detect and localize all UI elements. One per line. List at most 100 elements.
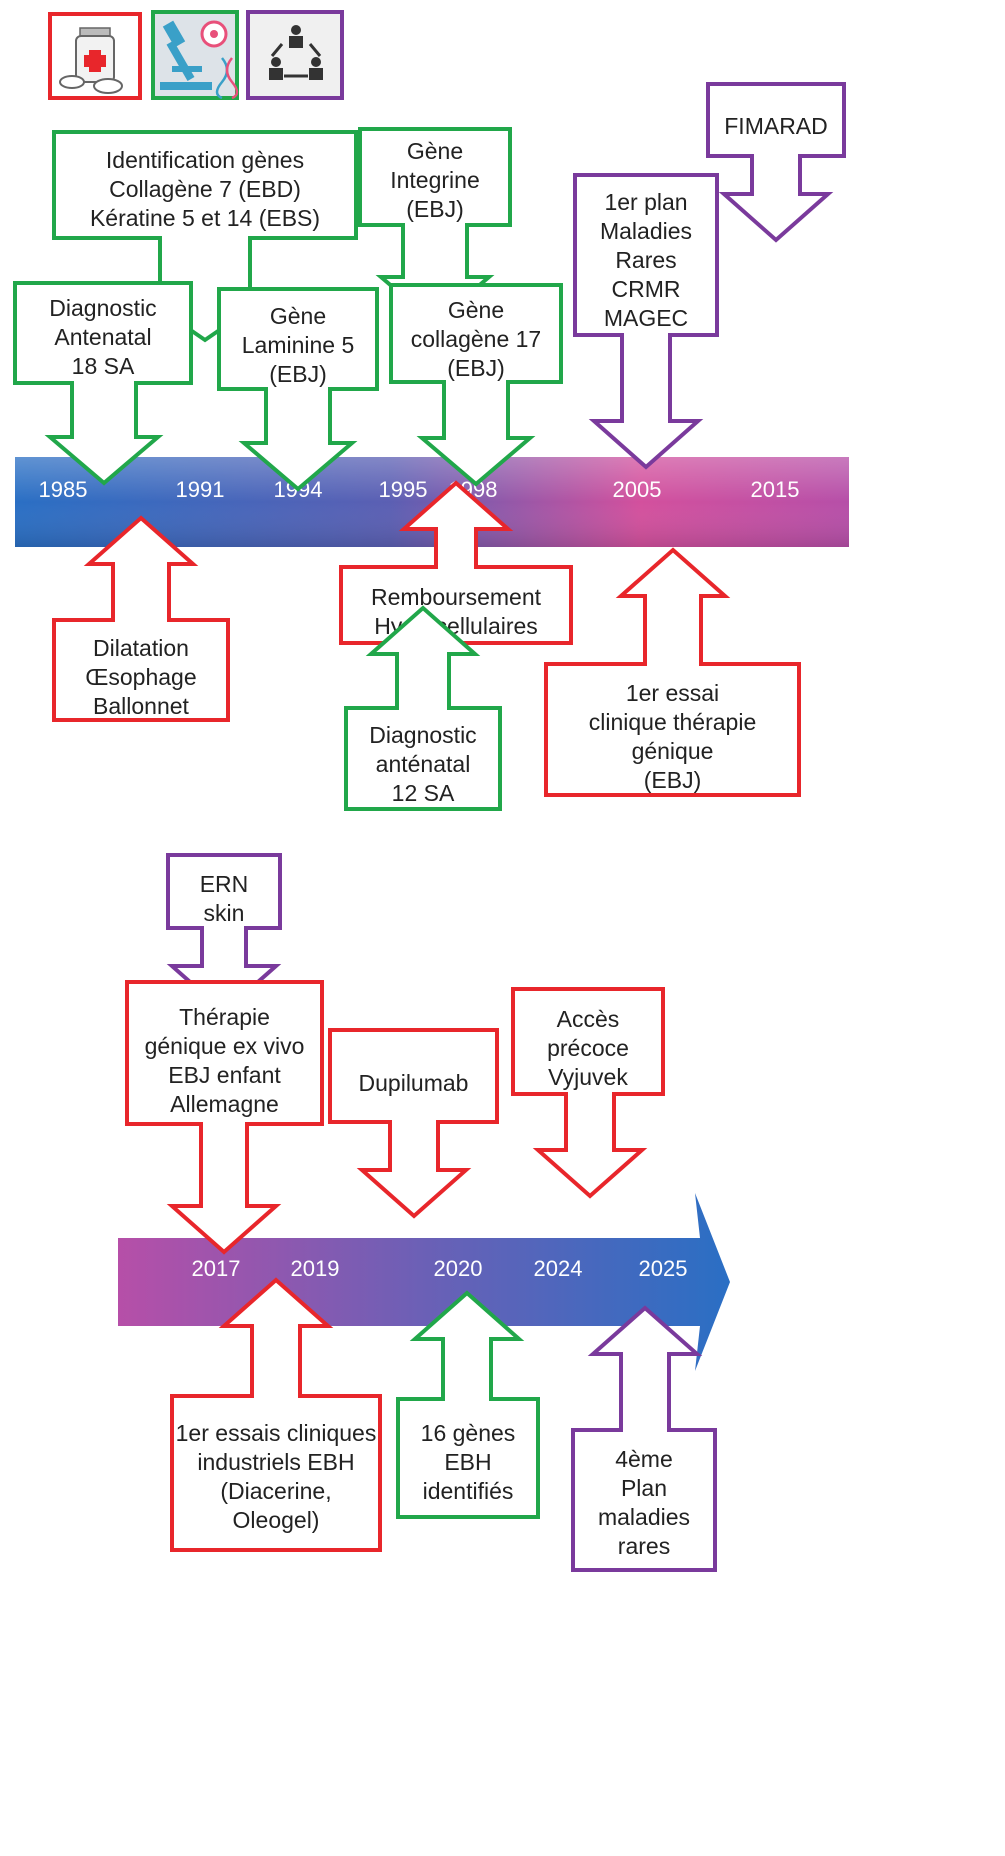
- callout-essai-therapie-genique: 1er essai clinique thérapie génique (EBJ): [544, 547, 801, 797]
- callout-text-line: industriels EBH: [197, 1449, 354, 1475]
- year-label: 2019: [291, 1256, 340, 1281]
- callout-text-line: Integrine: [390, 167, 480, 193]
- callout-text-line: Antenatal: [54, 324, 151, 350]
- callout-text-line: Gène: [407, 138, 463, 164]
- callout-shape: [571, 1305, 717, 1572]
- callout-shape: [389, 283, 563, 487]
- callout-text-line: génique: [632, 738, 714, 764]
- callout-text-line: Gène: [448, 297, 504, 323]
- callout-text-line: Kératine 5 et 14 (EBS): [90, 205, 320, 231]
- callout-text-line: 1er essai: [626, 680, 719, 706]
- timeline-bar-2: [118, 1193, 730, 1371]
- callout-text-line: 16 gènes: [421, 1420, 516, 1446]
- callout-text-line: Remboursement: [371, 584, 542, 610]
- people-network-icon: [246, 10, 344, 100]
- callout-diagnostic-antenatal-12: Diagnostic anténatal 12 SA: [344, 605, 502, 811]
- callout-essais-industriels: 1er essais cliniques industriels EBH (Diac…: [170, 1277, 382, 1552]
- callout-shape: [217, 287, 379, 492]
- callout-shape: [52, 515, 230, 722]
- callout-text-line: (EBJ): [447, 355, 505, 381]
- callout-text-line: 1er essais cliniques: [176, 1420, 377, 1446]
- callout-text-line: rares: [618, 1533, 670, 1559]
- microscope-dna-icon: [151, 10, 239, 100]
- callout-shape: [13, 281, 193, 486]
- year-label: 2020: [434, 1256, 483, 1281]
- callout-text-line: génique ex vivo: [145, 1033, 305, 1059]
- callout-text-line: Thérapie: [179, 1004, 270, 1030]
- callout-text-line: clinique thérapie: [589, 709, 757, 735]
- callout-text-line: collagène 17: [411, 326, 541, 352]
- callout-text-line: Identification gènes: [106, 147, 304, 173]
- callout-text-line: Diagnostic: [49, 295, 156, 321]
- callout-text-line: EBJ enfant: [168, 1062, 281, 1088]
- callout-text-line: Œsophage: [85, 664, 196, 690]
- callout-text-line: Vyjuvek: [548, 1064, 628, 1090]
- callout-text-line: Accès: [557, 1006, 620, 1032]
- callout-text-line: (Diacerine,: [220, 1478, 331, 1504]
- legend: [48, 10, 344, 100]
- callout-text-line: Diagnostic: [369, 722, 476, 748]
- callout-shape: [573, 173, 719, 470]
- callout-shape: [344, 605, 502, 811]
- year-label: 1985: [39, 477, 88, 502]
- callout-text-line: Rares: [615, 247, 676, 273]
- year-label: 2005: [613, 477, 662, 502]
- callout-text-line: précoce: [547, 1035, 629, 1061]
- callout-text-line: (EBJ): [644, 767, 702, 793]
- callout-dupilumab: Dupilumab: [328, 1028, 499, 1219]
- callout-text-line: CRMR: [612, 276, 681, 302]
- callout-text-line: 12 SA: [392, 780, 455, 806]
- callout-gene-collagene-17: Gène collagène 17 (EBJ): [389, 283, 563, 487]
- callout-text-line: 18 SA: [72, 353, 135, 379]
- callout-text-line: Collagène 7 (EBD): [109, 176, 301, 202]
- year-label: 2017: [192, 1256, 241, 1281]
- year-label: 2024: [534, 1256, 583, 1281]
- callout-text-line: identifiés: [423, 1478, 514, 1504]
- callout-text-line: Gène: [270, 303, 326, 329]
- callout-text-line: maladies: [598, 1504, 690, 1530]
- callout-shape: [706, 82, 846, 243]
- timeline-2-years: 2017 2019 2020 2024 2025: [192, 1256, 688, 1281]
- callout-text-line: Maladies: [600, 218, 692, 244]
- callout-text-line: 4ème: [615, 1446, 673, 1472]
- callout-text-line: anténatal: [376, 751, 471, 777]
- callout-text-line: EBH: [444, 1449, 491, 1475]
- callout-text-line: Laminine 5: [242, 332, 355, 358]
- callout-text-line: FIMARAD: [724, 113, 828, 139]
- year-label: 2025: [639, 1256, 688, 1281]
- year-label: 2015: [751, 477, 800, 502]
- callout-shape: [339, 480, 573, 645]
- callout-text-line: Ballonnet: [93, 693, 190, 719]
- medicine-bottle-icon: [48, 12, 142, 100]
- callout-text-line: Oleogel): [233, 1507, 320, 1533]
- callout-fimarad: FIMARAD: [706, 82, 846, 243]
- callout-text-line: Dilatation: [93, 635, 189, 661]
- callout-text-line: (EBJ): [406, 196, 464, 222]
- callout-shape: [170, 1277, 382, 1552]
- callout-shape: [396, 1290, 540, 1519]
- callout-text-line: Allemagne: [170, 1091, 279, 1117]
- callout-text-line: (EBJ): [269, 361, 327, 387]
- callout-text-line: MAGEC: [604, 305, 688, 331]
- year-label: 1995: [379, 477, 428, 502]
- callout-shape: [511, 987, 665, 1199]
- callout-text-line: ERN: [200, 871, 249, 897]
- callout-text-line: Plan: [621, 1475, 667, 1501]
- callout-shape: [328, 1028, 499, 1219]
- callout-shape: [544, 547, 801, 797]
- callout-text-line: skin: [204, 900, 245, 926]
- callout-shape: [125, 980, 324, 1255]
- callout-text-line: Dupilumab: [359, 1070, 469, 1096]
- callout-text-line: 1er plan: [604, 189, 687, 215]
